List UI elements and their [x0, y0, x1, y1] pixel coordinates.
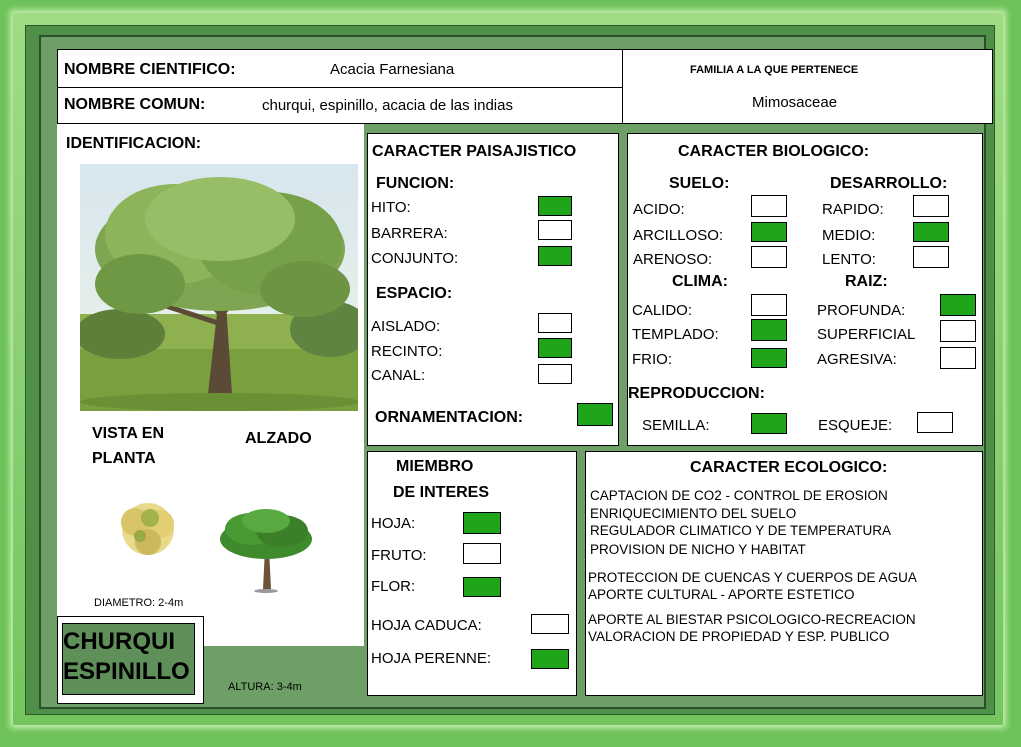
plan-view-icon [121, 503, 174, 555]
growth-checkbox-medio[interactable] [913, 222, 949, 242]
member-title-2: DE INTERES [393, 484, 490, 501]
root-label-profunda: PROFUNDA: [817, 302, 906, 319]
function-checkbox-hito[interactable] [538, 196, 572, 216]
tree-photo [80, 164, 358, 411]
ecological-title: CARACTER ECOLOGICO: [690, 459, 888, 476]
space-checkbox-recinto[interactable] [538, 338, 572, 358]
eco-line-2: ENRIQUECIMIENTO DEL SUELO [590, 506, 797, 521]
member-label-fruto: FRUTO: [371, 547, 427, 564]
member-label-hoja-perenne: HOJA PERENNE: [371, 650, 492, 667]
function-label-barrera: BARRERA: [371, 225, 448, 242]
soil-title: SUELO: [669, 175, 730, 192]
climate-label-frio: FRIO: [632, 351, 672, 368]
space-checkbox-aislado[interactable] [538, 313, 572, 333]
family-box [622, 49, 993, 124]
member-checkbox-hoja-perenne[interactable] [531, 649, 569, 669]
eco-line-4: PROVISION DE NICHO Y HABITAT [590, 542, 806, 557]
eco-line-3: REGULADOR CLIMATICO Y DE TEMPERATURA [590, 523, 892, 538]
member-checkbox-hoja-caduca[interactable] [531, 614, 569, 634]
eco-line-7: APORTE AL BIESTAR PSICOLOGICO-RECREACION [588, 612, 916, 627]
space-label-canal: CANAL: [371, 367, 426, 384]
repro-label-semilla: SEMILLA: [642, 417, 710, 434]
plan-view-label-2: PLANTA [92, 450, 156, 467]
soil-checkbox-acido[interactable] [751, 195, 787, 217]
root-label-agresiva: AGRESIVA: [817, 351, 897, 368]
names-box [57, 49, 624, 124]
species-name-line-2: ESPINILLO [63, 658, 190, 685]
species-name-line-1: CHURQUI [63, 628, 175, 655]
biological-box [627, 133, 983, 446]
growth-label-lento: LENTO: [822, 251, 876, 268]
member-title-1: MIEMBRO [396, 458, 474, 475]
repro-checkbox-esqueje[interactable] [917, 412, 953, 433]
species-name-plate [62, 623, 195, 695]
function-checkbox-conjunto[interactable] [538, 246, 572, 266]
climate-checkbox-calido[interactable] [751, 294, 787, 316]
soil-label-arcilloso: ARCILLOSO: [633, 227, 724, 244]
soil-label-acido: ACIDO: [633, 201, 685, 218]
member-label-flor: FLOR: [371, 578, 416, 595]
scientific-name-value: Acacia Farnesiana [330, 61, 455, 78]
root-label-superficial: SUPERFICIAL [817, 326, 916, 343]
soil-label-arenoso: ARENOSO: [633, 251, 713, 268]
plan-view-label-1: VISTA EN [92, 425, 165, 442]
member-checkbox-hoja[interactable] [463, 512, 501, 534]
eco-line-6: APORTE CULTURAL - APORTE ESTETICO [588, 587, 855, 602]
function-checkbox-barrera[interactable] [538, 220, 572, 240]
climate-checkbox-templado[interactable] [751, 319, 787, 341]
root-title: RAIZ: [845, 273, 888, 290]
identification-title: IDENTIFICACION: [66, 135, 202, 152]
member-label-hoja-caduca: HOJA CADUCA: [371, 617, 482, 634]
member-label-hoja: HOJA: [371, 515, 416, 532]
family-label: FAMILIA A LA QUE PERTENECE [690, 64, 859, 76]
function-label-conjunto: CONJUNTO: [371, 250, 459, 267]
ecological-box [585, 451, 983, 696]
member-checkbox-flor[interactable] [463, 577, 501, 597]
biological-title: CARACTER BIOLOGICO: [678, 143, 870, 160]
growth-label-medio: MEDIO: [822, 227, 876, 244]
repro-label-esqueje: ESQUEJE: [818, 417, 893, 434]
landscape-title: CARACTER PAISAJISTICO [372, 143, 577, 160]
elevation-label: ALZADO [245, 430, 312, 447]
root-checkbox-superficial[interactable] [940, 320, 976, 342]
growth-title: DESARROLLO: [830, 175, 948, 192]
climate-label-calido: CALIDO: [632, 302, 693, 319]
eco-line-1: CAPTACION DE CO2 - CONTROL DE EROSION [590, 488, 888, 503]
space-label-aislado: AISLADO: [371, 318, 441, 335]
root-checkbox-agresiva[interactable] [940, 347, 976, 369]
space-label-recinto: RECINTO: [371, 343, 443, 360]
function-title: FUNCION: [376, 175, 455, 192]
climate-checkbox-frio[interactable] [751, 348, 787, 368]
diameter-label: DIAMETRO: 2-4m [94, 597, 184, 609]
space-title: ESPACIO: [376, 285, 453, 302]
climate-title: CLIMA: [672, 273, 728, 290]
growth-checkbox-rapido[interactable] [913, 195, 949, 217]
common-name-value: churqui, espinillo, acacia de las indias [262, 97, 513, 114]
landscape-box [367, 133, 619, 446]
eco-line-8: VALORACION DE PROPIEDAD Y ESP. PUBLICO [588, 629, 890, 644]
ornament-checkbox[interactable] [577, 403, 613, 426]
ornament-label: ORNAMENTACION: [375, 409, 524, 426]
climate-label-templado: TEMPLADO: [632, 326, 719, 343]
elevation-tree-icon [220, 509, 312, 593]
height-label: ALTURA: 3-4m [228, 681, 302, 693]
soil-checkbox-arcilloso[interactable] [751, 222, 787, 242]
common-name-label: NOMBRE COMUN: [64, 96, 206, 113]
space-checkbox-canal[interactable] [538, 364, 572, 384]
function-label-hito: HITO: [371, 199, 411, 216]
repro-checkbox-semilla[interactable] [751, 413, 787, 434]
eco-line-5: PROTECCION DE CUENCAS Y CUERPOS DE AGUA [588, 570, 917, 585]
member-checkbox-fruto[interactable] [463, 543, 501, 564]
reproduction-title: REPRODUCCION: [628, 385, 765, 402]
growth-label-rapido: RAPIDO: [822, 201, 884, 218]
soil-checkbox-arenoso[interactable] [751, 246, 787, 268]
scientific-name-label: NOMBRE CIENTIFICO: [64, 61, 236, 78]
root-checkbox-profunda[interactable] [940, 294, 976, 316]
family-value: Mimosaceae [752, 94, 838, 111]
growth-checkbox-lento[interactable] [913, 246, 949, 268]
